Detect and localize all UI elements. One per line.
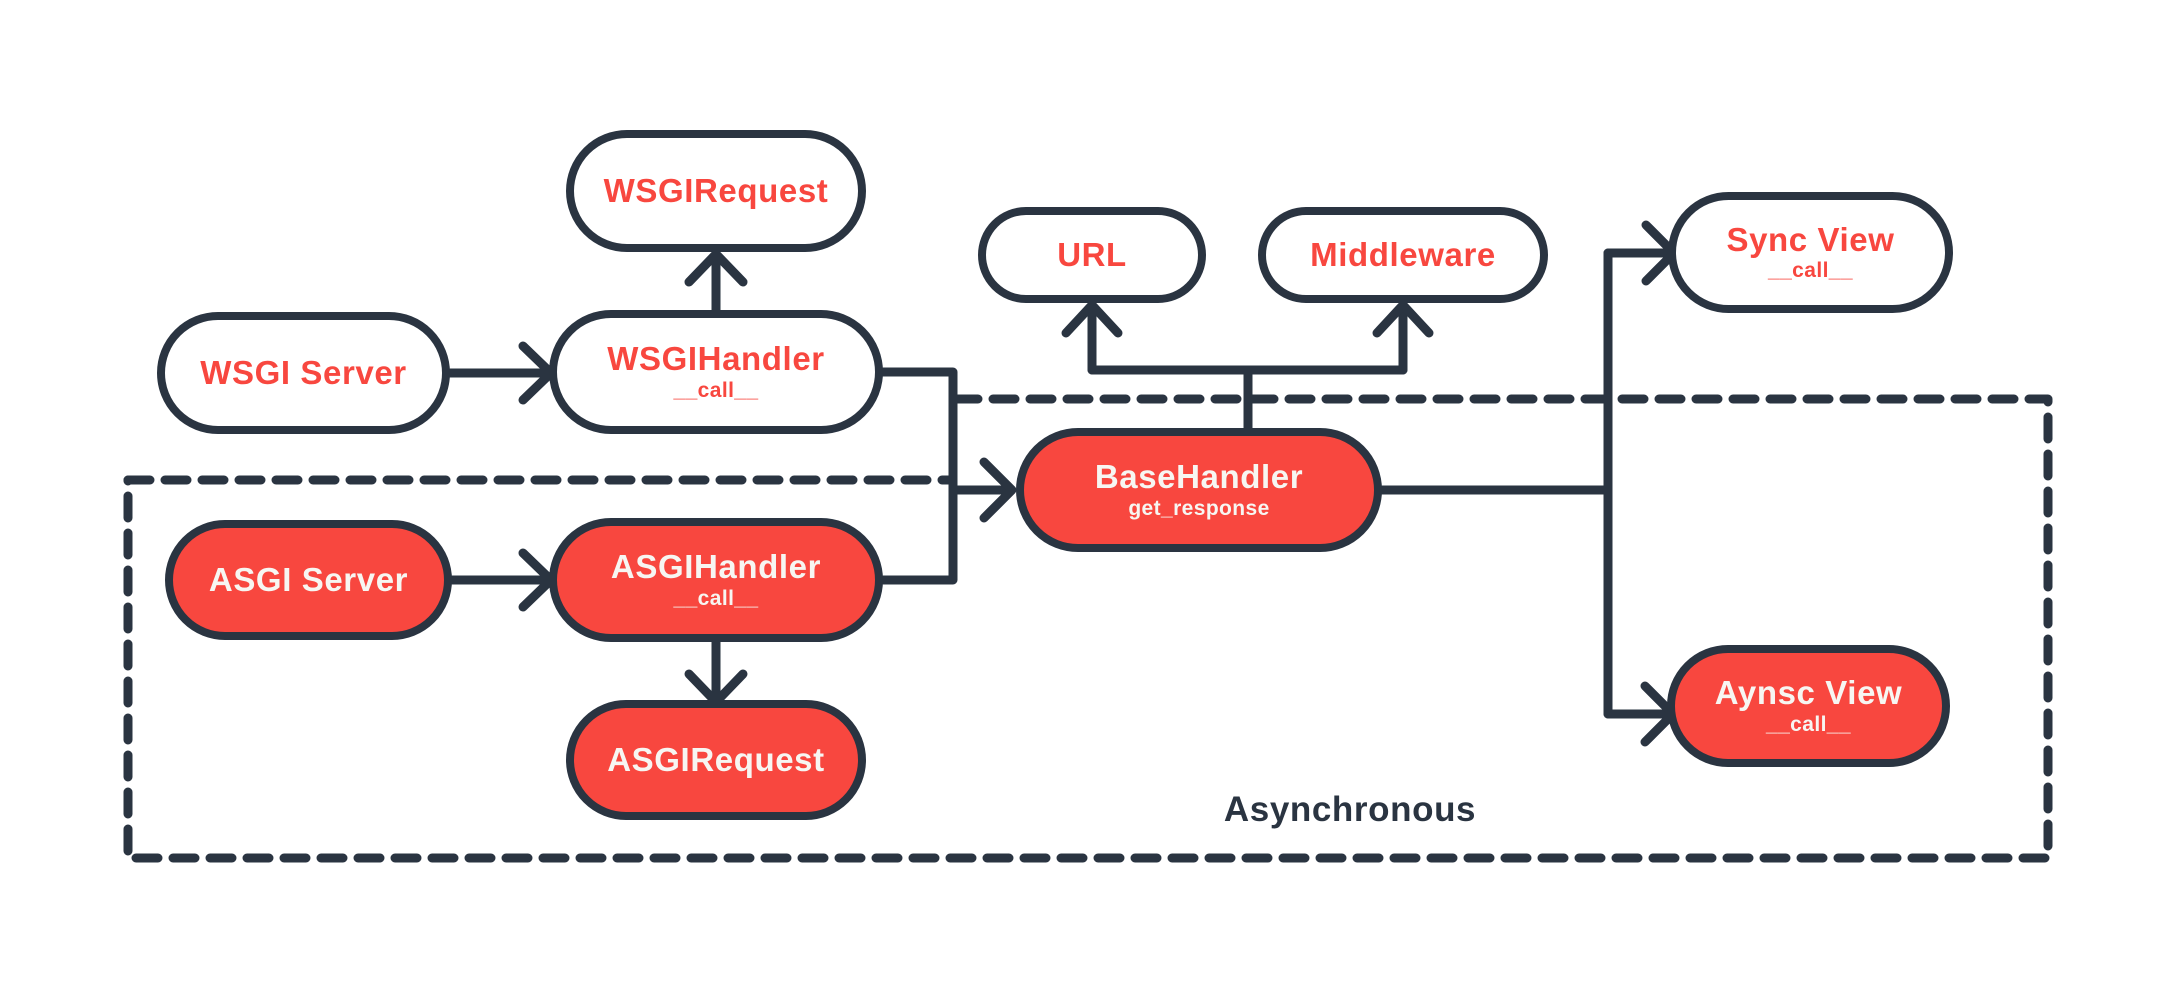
node-asgi-request: ASGIRequest	[566, 700, 866, 820]
node-wsgi-handler-label: WSGIHandler	[607, 340, 825, 378]
node-asgi-handler-label: ASGIHandler	[610, 548, 822, 586]
async-region-label: Asynchronous	[1223, 790, 1477, 829]
node-async-view: Aynsc View __call__	[1667, 645, 1950, 767]
node-asgi-request-label: ASGIRequest	[607, 740, 825, 778]
node-middleware-label: Middleware	[1310, 235, 1496, 273]
node-base-handler-label: BaseHandler	[1094, 458, 1304, 496]
edge-base-handler-to-url-middleware	[1061, 300, 1434, 435]
node-wsgi-request: WSGIRequest	[566, 130, 866, 252]
edge-asgi-server-to-asgi-handler	[447, 548, 556, 612]
node-wsgi-handler: WSGIHandler __call__	[549, 310, 883, 434]
node-asgi-handler-sublabel: __call__	[673, 586, 759, 610]
node-async-view-sublabel: __call__	[1766, 712, 1851, 736]
node-wsgi-request-label: WSGIRequest	[603, 171, 829, 209]
node-asgi-server: ASGI Server	[165, 520, 452, 640]
node-asgi-handler: ASGIHandler __call__	[549, 518, 883, 642]
node-url: URL	[978, 207, 1206, 303]
node-sync-view: Sync View __call__	[1668, 192, 1953, 313]
node-middleware: Middleware	[1258, 207, 1548, 303]
node-base-handler-sublabel: get_response	[1128, 496, 1270, 520]
node-wsgi-server: WSGI Server	[157, 312, 450, 434]
node-wsgi-server-label: WSGI Server	[200, 353, 407, 391]
node-asgi-server-label: ASGI Server	[208, 560, 409, 598]
node-sync-view-sublabel: __call__	[1768, 259, 1853, 283]
async-region-border	[123, 394, 2053, 863]
node-wsgi-handler-sublabel: __call__	[673, 378, 759, 402]
edge-wsgi-handler-to-wsgi-request	[684, 249, 748, 315]
node-base-handler: BaseHandler get_response	[1016, 428, 1382, 552]
node-async-view-label: Aynsc View	[1714, 674, 1903, 712]
edge-wsgi-server-to-wsgi-handler	[445, 341, 556, 405]
edge-handlers-to-base-handler	[878, 367, 1017, 585]
node-url-label: URL	[1057, 235, 1127, 273]
node-sync-view-label: Sync View	[1726, 220, 1895, 258]
edge-asgi-handler-to-asgi-request	[684, 637, 748, 707]
